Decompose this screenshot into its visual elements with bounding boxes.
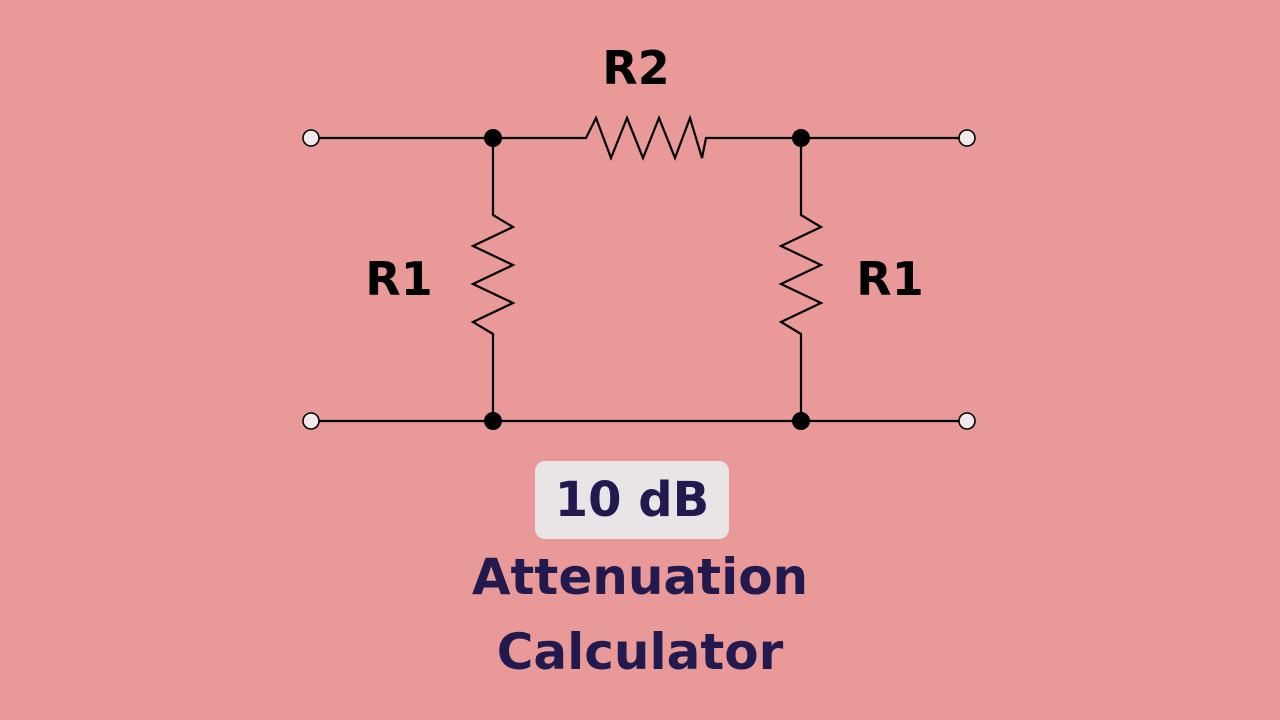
- label-r1-right: R1: [856, 252, 924, 306]
- label-r1-left: R1: [365, 252, 433, 306]
- resistor-r1-left: [470, 213, 516, 336]
- junction-bottom-left: [484, 412, 502, 430]
- terminal-top-left: [302, 129, 320, 147]
- junction-top-left: [484, 129, 502, 147]
- attenuation-value: 10 dB: [554, 472, 710, 528]
- title-line-2: Calculator: [496, 623, 784, 681]
- resistor-r1-right: [778, 213, 824, 336]
- terminal-bottom-left: [302, 412, 320, 430]
- terminal-top-right: [958, 129, 976, 147]
- terminal-bottom-right: [958, 412, 976, 430]
- junction-top-right: [792, 129, 810, 147]
- label-r2: R2: [602, 41, 670, 95]
- junction-bottom-right: [792, 412, 810, 430]
- resistor-r2: [584, 114, 708, 162]
- title-line-1: Attenuation: [471, 548, 809, 606]
- attenuation-value-badge: 10 dB: [535, 461, 729, 539]
